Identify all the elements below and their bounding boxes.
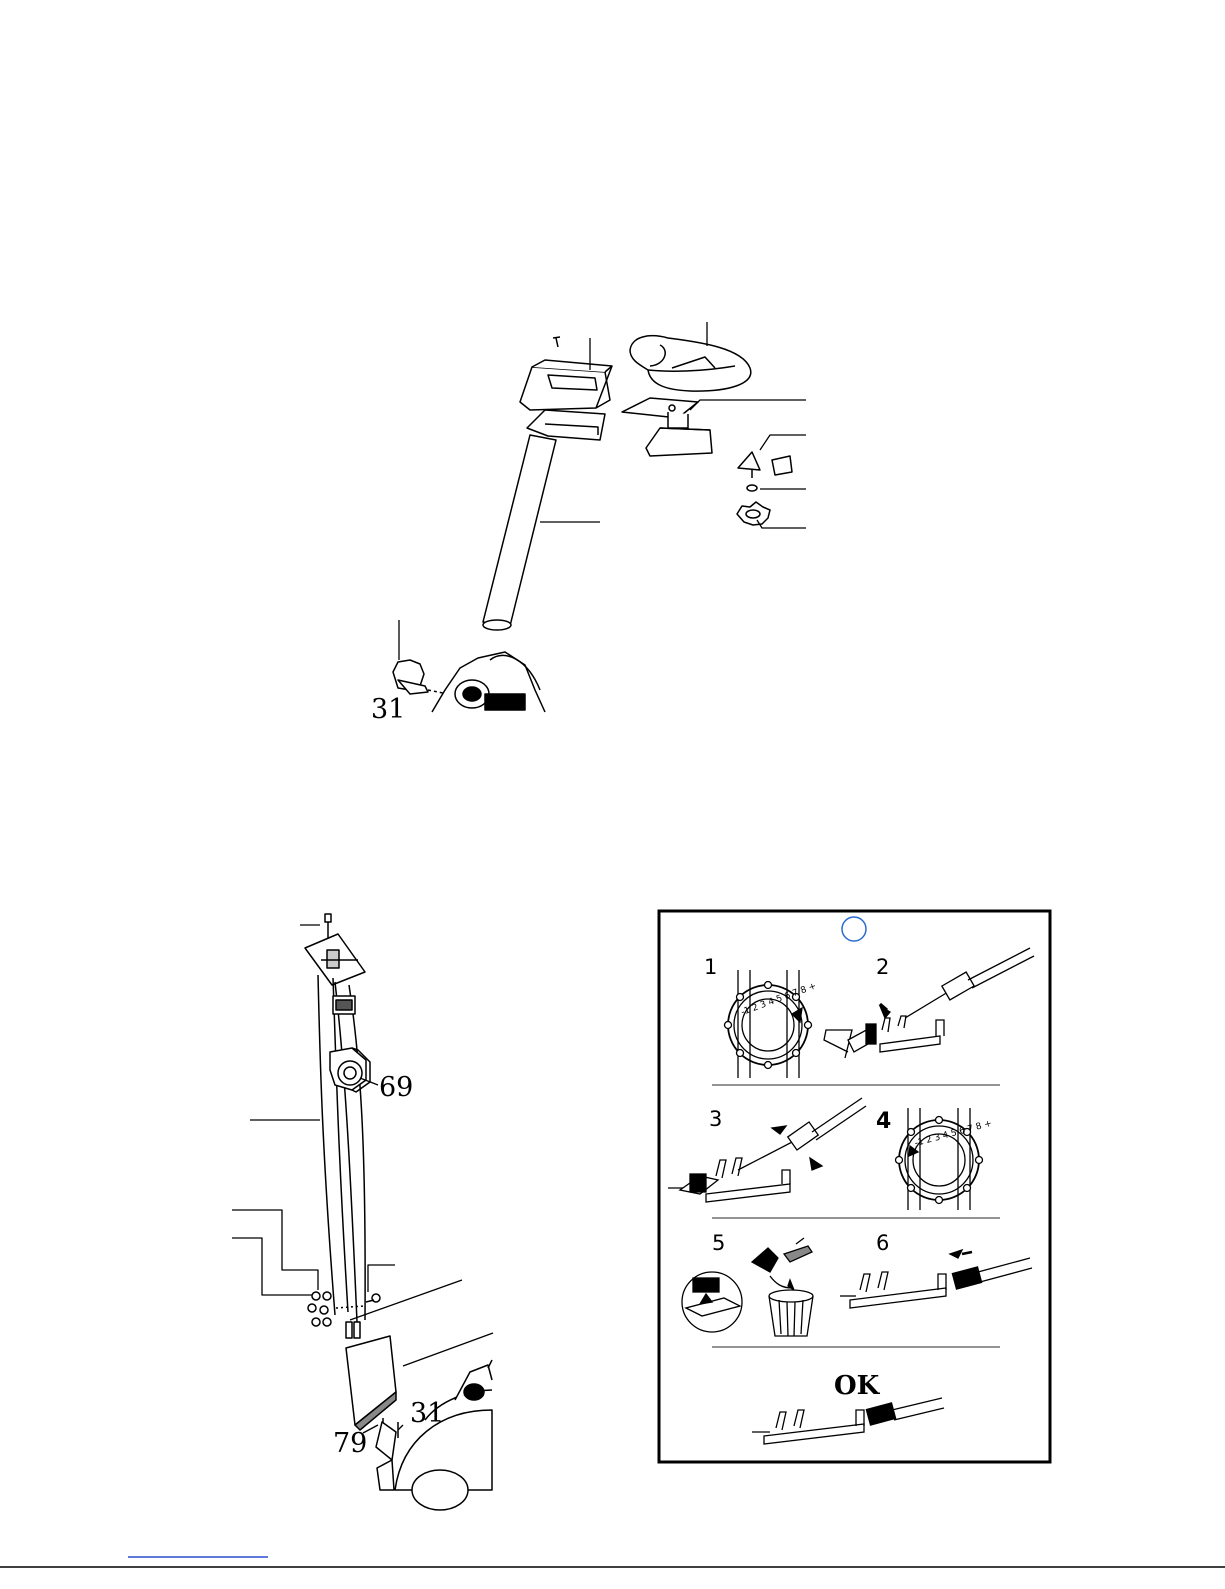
seat-knob-label: 31 <box>371 694 405 725</box>
seat-star-knob <box>737 502 770 525</box>
ok-label: OK <box>834 1371 881 1401</box>
seat-assembly-diagram: 31 <box>371 322 806 725</box>
step-4-number: 4 <box>876 1109 891 1134</box>
washer <box>747 485 757 491</box>
small-screw <box>553 337 560 347</box>
post-connector <box>346 1322 360 1338</box>
step-3-number: 3 <box>709 1107 722 1131</box>
bolt-31-label: 31 <box>410 1398 444 1429</box>
page-footer <box>0 1557 1225 1567</box>
post-clamp <box>333 996 355 1014</box>
seat-slider-bracket <box>527 410 605 440</box>
handlebar-post <box>318 975 365 1322</box>
seat-adjust-knob <box>393 660 448 694</box>
instruction-panel: 1 2 3 4 5 6 -1 2 3 4 5 6 7 8 + <box>659 911 1050 1462</box>
step-2-number: 2 <box>876 955 889 979</box>
step-6-number: 6 <box>876 1231 889 1255</box>
knob-69-label: 69 <box>379 1072 413 1103</box>
post-cover <box>346 1336 396 1430</box>
handlebar-adjust-knob <box>330 1048 370 1092</box>
seat-bolt <box>738 452 792 478</box>
console-mount-plate <box>305 934 365 985</box>
step-1-number: 1 <box>704 955 717 979</box>
saddle <box>630 336 751 391</box>
cover-79-label: 79 <box>333 1428 367 1459</box>
fastener-set <box>308 1292 380 1326</box>
seat-post <box>483 435 556 630</box>
handlebar-post-diagram: 69 79 31 <box>232 914 493 1510</box>
seat-mount-plate <box>622 398 712 456</box>
seat-rail-cover <box>520 360 612 410</box>
bike-frame-top <box>432 652 545 712</box>
step-5-number: 5 <box>712 1231 725 1255</box>
